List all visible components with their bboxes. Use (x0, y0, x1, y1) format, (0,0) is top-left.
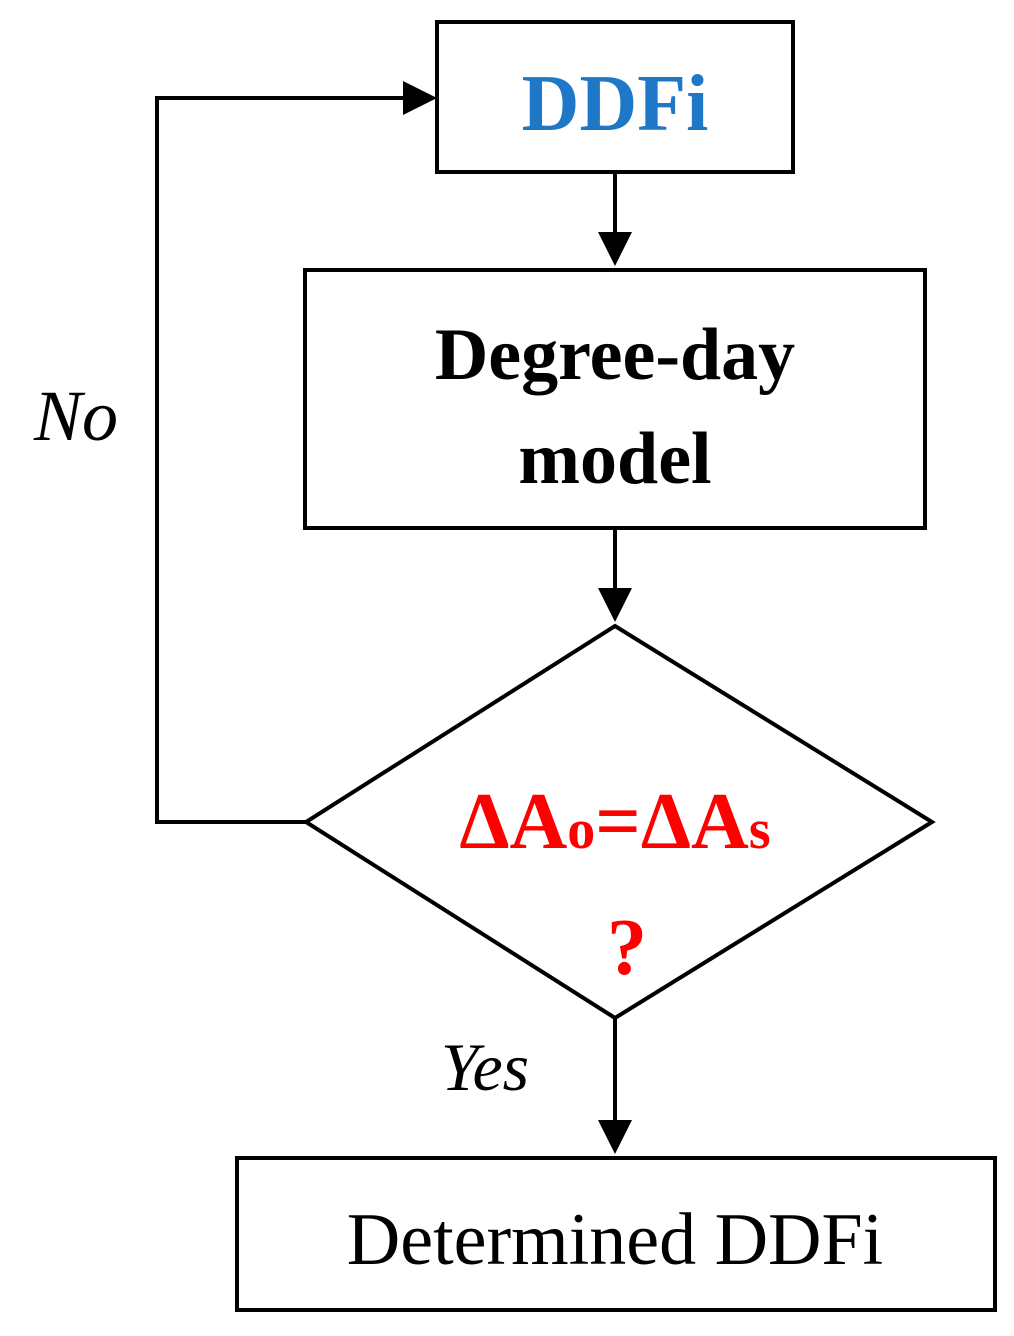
determined-ddfi-label: Determined DDFi (347, 1199, 883, 1281)
decision-delta-simulated: ΔA (641, 778, 749, 866)
arrowhead-model-to-decision (598, 588, 632, 622)
yes-label: Yes (441, 1029, 529, 1105)
decision-delta-observed: ΔA (459, 778, 567, 866)
ddfi-box (435, 20, 795, 174)
arrowhead-ddfi-to-model (598, 232, 632, 266)
model-label-line2: model (518, 418, 711, 500)
no-label: No (33, 376, 118, 456)
no-loop-arrowhead (403, 81, 437, 115)
no-loop-line (155, 96, 403, 824)
degree-day-model-box (303, 268, 927, 530)
arrowhead-decision-to-result (598, 1120, 632, 1154)
model-label-line1: Degree-day (435, 314, 795, 396)
determined-ddfi-box (235, 1156, 997, 1312)
ddfi-label: DDFi (522, 60, 709, 148)
decision-sub-simulated: s (749, 799, 771, 861)
decision-sub-observed: o (567, 799, 595, 861)
decision-equals: = (595, 778, 641, 866)
decision-expression: ΔAo=ΔAs (459, 778, 770, 866)
decision-question-mark: ? (607, 904, 647, 992)
